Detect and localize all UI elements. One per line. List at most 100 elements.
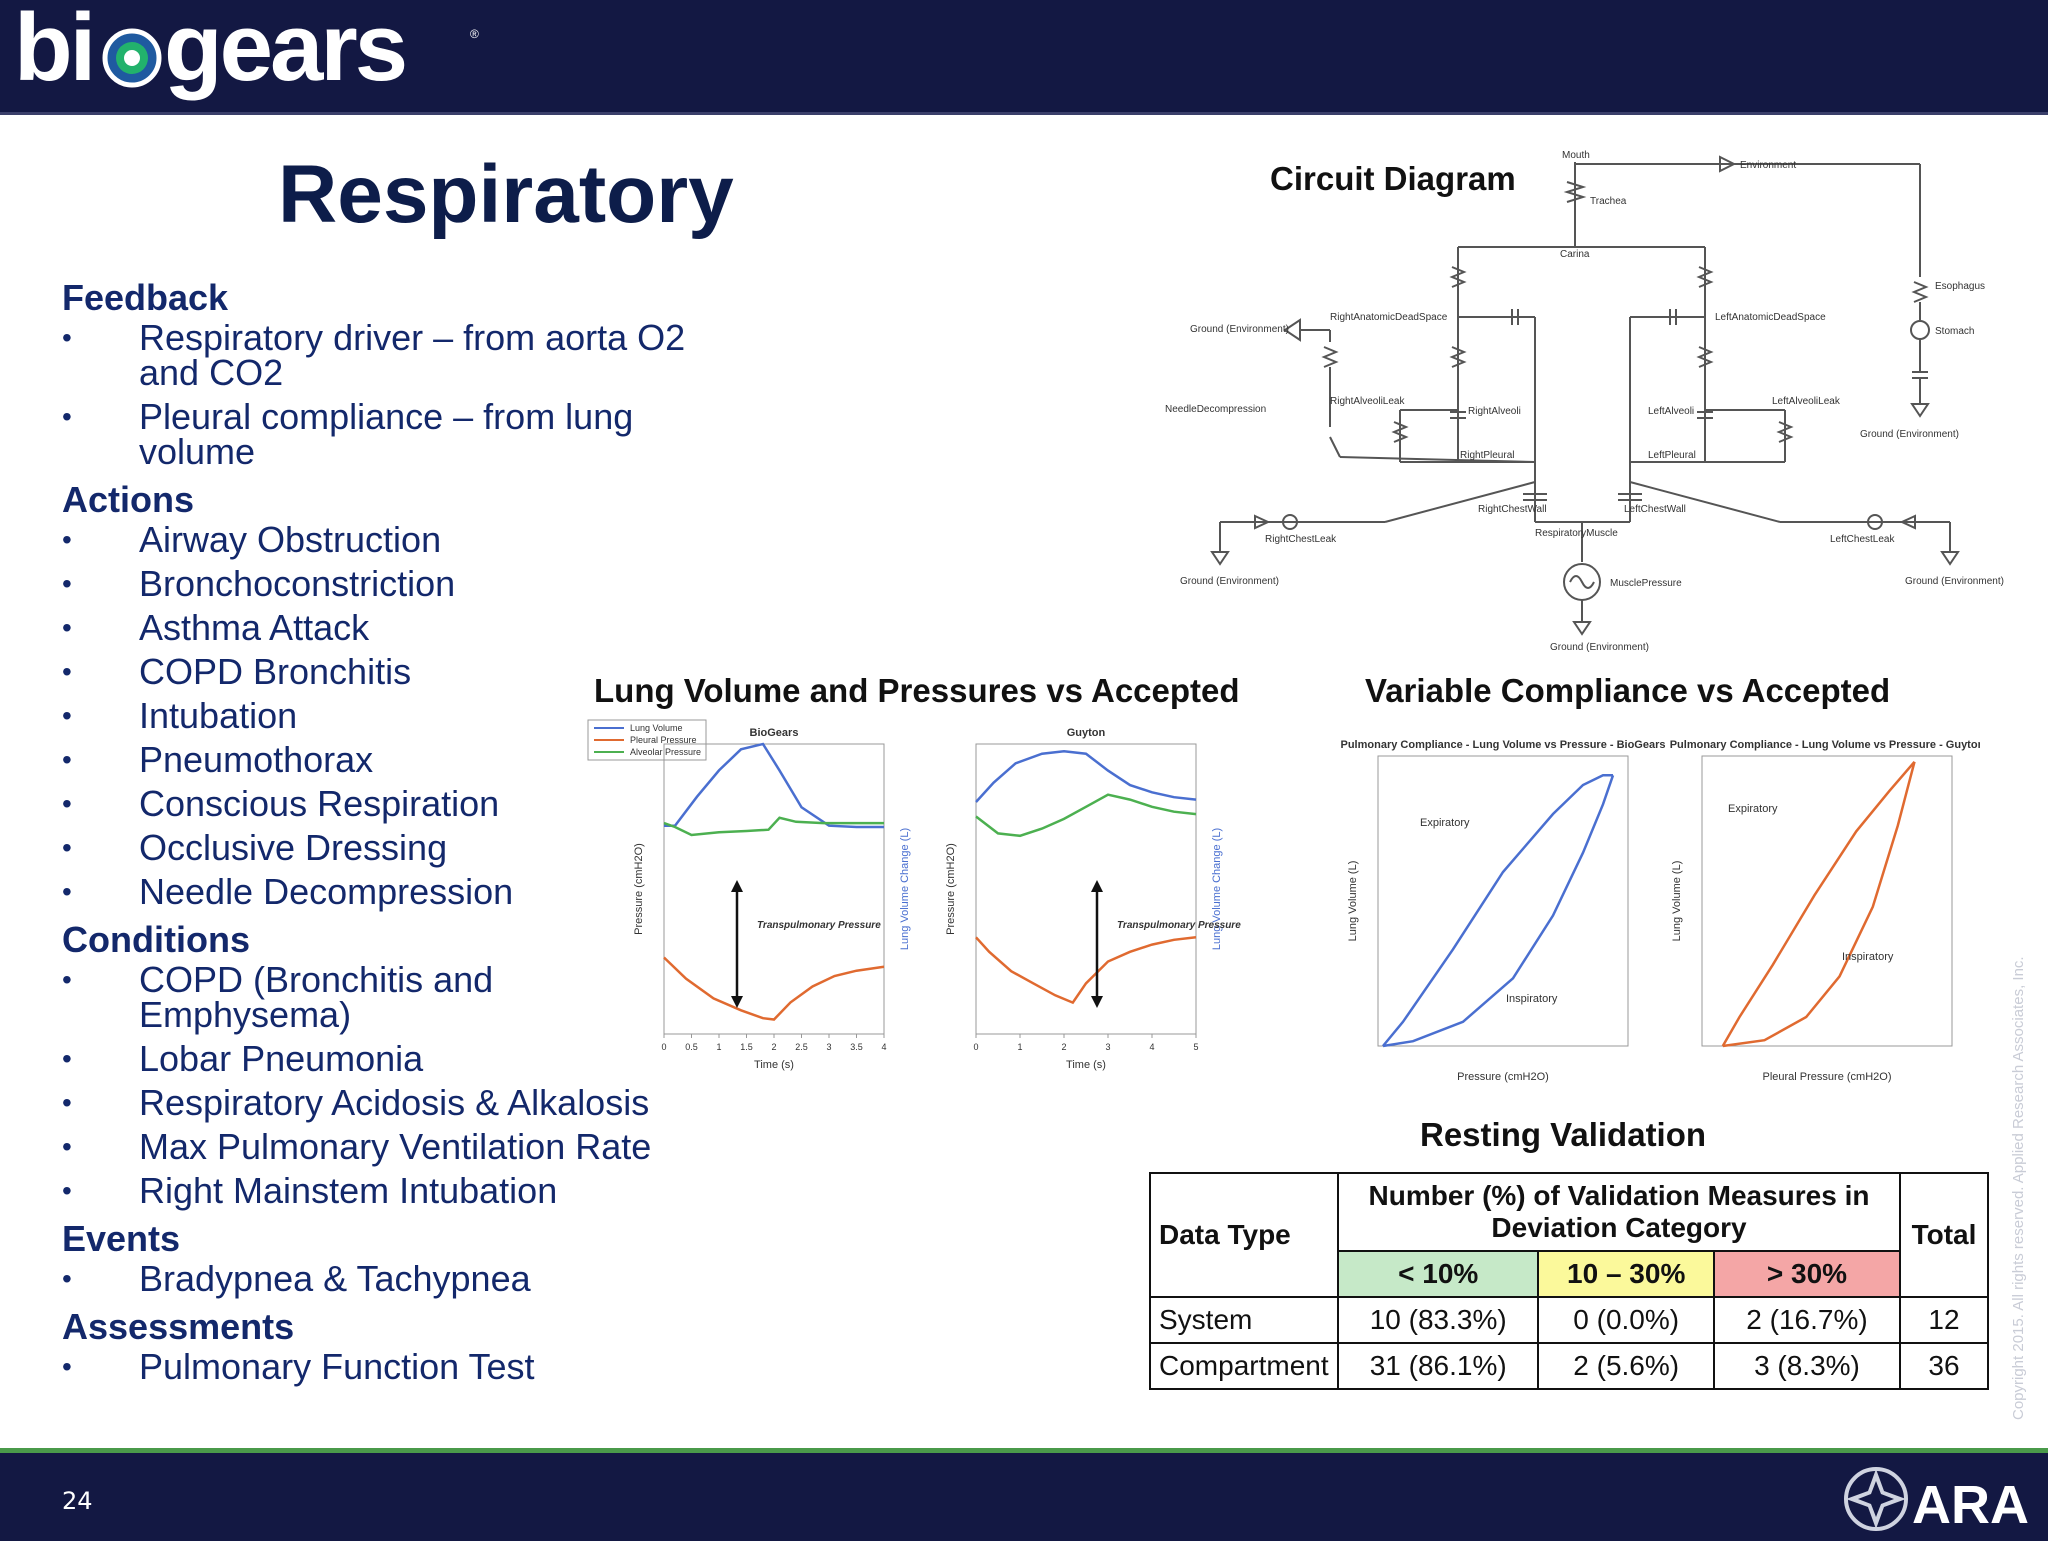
svg-text:LeftAlveoli: LeftAlveoli xyxy=(1648,406,1694,417)
cat-low: < 10% xyxy=(1336,1250,1540,1298)
plot-frame xyxy=(1377,755,1629,1047)
plot-title: BioGears xyxy=(750,727,799,739)
plot-frame xyxy=(663,743,885,1035)
list-item: •Bronchoconstriction xyxy=(62,563,456,604)
list-item: •Respiratory Acidosis & Alkalosis xyxy=(62,1082,650,1123)
svg-text:Ground (Environment): Ground (Environment) xyxy=(1860,429,1959,440)
section-heading-assessments: Assessments xyxy=(62,1306,295,1347)
svg-text:RightPleural: RightPleural xyxy=(1460,450,1514,461)
row-low: 31 (86.1%) xyxy=(1336,1342,1540,1390)
x-tick-label: 3 xyxy=(826,1042,831,1052)
section-heading-events: Events xyxy=(62,1218,181,1259)
y-axis-label: Pressure (cmH2O) xyxy=(633,843,645,935)
annotation-expiratory: Expiratory xyxy=(1420,817,1470,829)
feature-list: Feedback •Respiratory driver – from aort… xyxy=(62,276,702,1393)
plot-frame xyxy=(1701,755,1953,1047)
row-low: 10 (83.3%) xyxy=(1336,1296,1540,1344)
x-tick-label: 4 xyxy=(1149,1042,1154,1052)
circuit-diagram: Mouth Environment Trachea Carina Esophag… xyxy=(1165,150,2004,653)
row-total: 12 xyxy=(1899,1296,1989,1344)
annotation-inspiratory: Inspiratory xyxy=(1842,951,1894,963)
svg-text:LeftAnatomicDeadSpace: LeftAnatomicDeadSpace xyxy=(1715,312,1826,323)
series-line-pleural-pressure xyxy=(975,936,1197,1005)
list-item: •Right Mainstem Intubation xyxy=(62,1170,558,1211)
arrow-head xyxy=(731,996,743,1008)
arrow-head xyxy=(731,880,743,892)
row-mid: 2 (5.6%) xyxy=(1537,1342,1715,1390)
x-tick-label: 2.5 xyxy=(795,1042,808,1052)
ara-logo: ARA xyxy=(1844,1467,2029,1535)
annotation-inspiratory: Inspiratory xyxy=(1506,993,1558,1005)
series-line-alveolar-pressure xyxy=(975,793,1197,838)
biogears-logo: bi gears ® xyxy=(14,0,479,101)
lung-legend: Lung Volume Pleural Pressure Alveolar Pr… xyxy=(587,719,707,761)
slide-title: Respiratory xyxy=(278,149,734,240)
svg-text:RightAlveoli: RightAlveoli xyxy=(1468,406,1521,417)
svg-text:®: ® xyxy=(470,27,479,41)
header-bar: bi gears ® xyxy=(0,0,2048,115)
resting-validation-table: Data Type Number (%) of Validation Measu… xyxy=(1149,1172,1989,1390)
x-tick-label: 0.5 xyxy=(685,1042,698,1052)
section-heading-conditions: Conditions xyxy=(62,919,250,960)
footer-bar: 24 ARA xyxy=(0,1448,2048,1541)
x-tick-label: 3.5 xyxy=(850,1042,863,1052)
x-tick-label: 1 xyxy=(716,1042,721,1052)
svg-text:gears: gears xyxy=(164,0,405,101)
svg-text:Carina: Carina xyxy=(1560,249,1590,260)
svg-text:Ground (Environment): Ground (Environment) xyxy=(1550,642,1649,653)
table-row: System 10 (83.3%) 0 (0.0%) 2 (16.7%) 12 xyxy=(1149,1296,1989,1344)
svg-text:Environment: Environment xyxy=(1740,160,1796,171)
x-tick-label: 5 xyxy=(1193,1042,1198,1052)
list-item: •Pneumothorax xyxy=(62,739,374,780)
row-type: System xyxy=(1149,1296,1339,1344)
svg-text:RightAnatomicDeadSpace: RightAnatomicDeadSpace xyxy=(1330,312,1448,323)
svg-text:NeedleDecompression: NeedleDecompression xyxy=(1165,404,1266,415)
x-tick-label: 3 xyxy=(1105,1042,1110,1052)
svg-text:LeftAlveoliLeak: LeftAlveoliLeak xyxy=(1772,396,1841,407)
svg-text:Trachea: Trachea xyxy=(1590,196,1627,207)
resting-validation-caption: Resting Validation xyxy=(1420,1116,1707,1153)
row-mid: 0 (0.0%) xyxy=(1537,1296,1715,1344)
svg-text:MusclePressure: MusclePressure xyxy=(1610,578,1682,589)
row-total: 36 xyxy=(1899,1342,1989,1390)
y-axis-label: Lung Volume (L) xyxy=(1671,861,1683,942)
list-item: •Conscious Respiration xyxy=(62,783,500,824)
compliance-plot-biogears: Pulmonary Compliance - Lung Volume vs Pr… xyxy=(1341,739,1666,1083)
x-axis-label: Time (s) xyxy=(754,1059,794,1071)
legend-label: Pleural Pressure xyxy=(630,735,697,745)
plot-title: Pulmonary Compliance - Lung Volume vs Pr… xyxy=(1670,739,1980,751)
x-axis-label: Pleural Pressure (cmH2O) xyxy=(1763,1071,1892,1083)
y-axis-label: Lung Volume (L) xyxy=(1347,861,1359,942)
svg-text:ARA: ARA xyxy=(1912,1475,2029,1535)
series-line-inspiratory xyxy=(1382,774,1615,1048)
svg-text:LeftChestLeak: LeftChestLeak xyxy=(1830,534,1895,545)
series-line-expiratory xyxy=(1382,774,1613,1047)
x-tick-label: 0 xyxy=(661,1042,666,1052)
plot-title: Guyton xyxy=(1067,727,1106,739)
list-item: •Needle Decompression xyxy=(62,871,514,912)
svg-text:Ground (Environment): Ground (Environment) xyxy=(1180,576,1279,587)
list-item: •Lobar Pneumonia xyxy=(62,1038,424,1079)
annotation-expiratory: Expiratory xyxy=(1728,803,1778,815)
x-tick-label: 1.5 xyxy=(740,1042,753,1052)
circuit-diagram-caption: Circuit Diagram xyxy=(1270,160,1516,197)
table-row: Compartment 31 (86.1%) 2 (5.6%) 3 (8.3%)… xyxy=(1149,1342,1989,1390)
svg-text:Ground (Environment): Ground (Environment) xyxy=(1905,576,2004,587)
compliance-chart-caption: Variable Compliance vs Accepted xyxy=(1365,672,1891,709)
list-item: •Pulmonary Function Test xyxy=(62,1346,535,1387)
series-line-lung-volume xyxy=(664,742,884,829)
svg-text:Mouth: Mouth xyxy=(1562,150,1590,161)
x-tick-label: 2 xyxy=(771,1042,776,1052)
annotation-transpulmonary: Transpulmonary Pressure xyxy=(757,920,881,931)
lung-chart-caption: Lung Volume and Pressures vs Accepted xyxy=(594,672,1240,709)
col-header-total: Total xyxy=(1899,1172,1989,1298)
list-item: •Bradypnea & Tachypnea xyxy=(62,1258,531,1299)
x-tick-label: 0 xyxy=(973,1042,978,1052)
compliance-plot-guyton: Pulmonary Compliance - Lung Volume vs Pr… xyxy=(1670,739,1980,1083)
arrow-head xyxy=(1091,996,1103,1008)
series-line-inspiratory xyxy=(1722,761,1916,1048)
series-line-alveolar-pressure xyxy=(663,816,884,837)
svg-text:LeftChestWall: LeftChestWall xyxy=(1624,504,1686,515)
list-item: •COPD (Bronchitis and Emphysema) xyxy=(62,959,494,1035)
